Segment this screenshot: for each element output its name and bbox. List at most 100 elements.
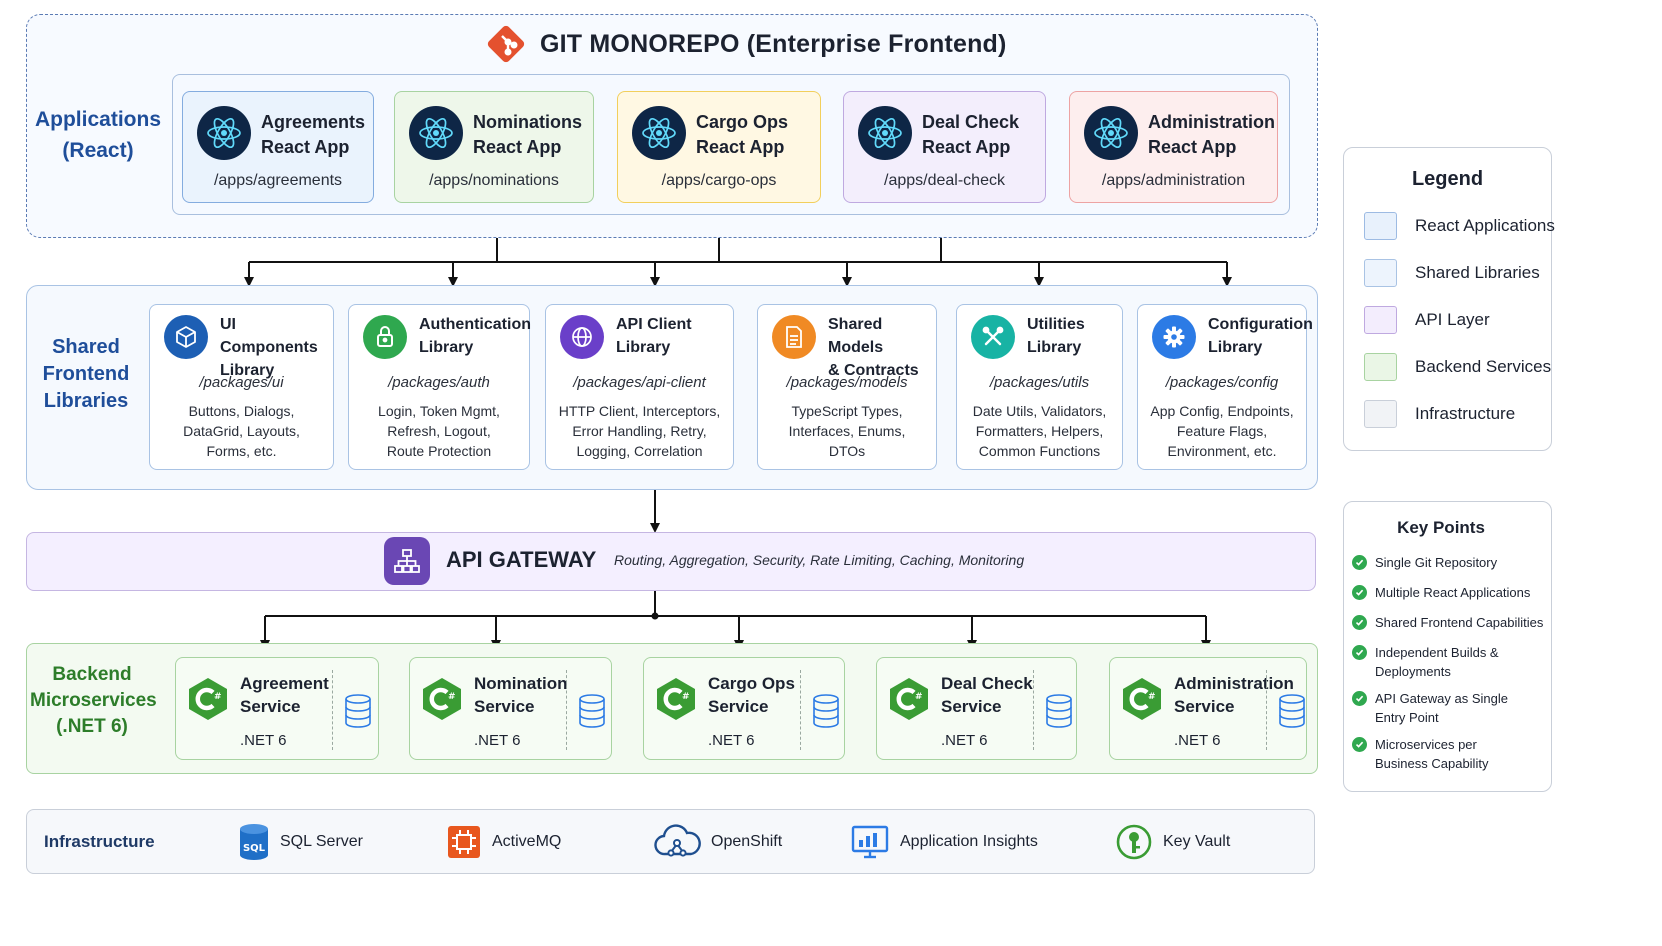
app-path: /apps/agreements	[213, 172, 343, 189]
app-path: /apps/cargo-ops	[661, 172, 777, 189]
globe-icon	[560, 315, 604, 359]
legend-title: Legend	[1411, 168, 1484, 190]
monorepo-title: GIT MONOREPO (Enterprise Frontend)	[486, 24, 1007, 64]
svg-text:#: #	[682, 692, 690, 702]
infra-item-openshift[interactable]: OpenShift	[653, 822, 782, 862]
lib-type: & Contracts	[828, 362, 919, 379]
app-type: React App	[696, 137, 785, 157]
key-point: Independent Builds &Deployments	[1352, 643, 1548, 681]
legend-label: API Layer	[1415, 310, 1490, 329]
infra-item-activemq[interactable]: ActiveMQ	[446, 822, 561, 862]
divider	[1266, 670, 1267, 750]
database-icon	[1046, 694, 1072, 728]
lib-path: /packages/config	[1165, 374, 1279, 391]
legend-item: React Applications	[1364, 211, 1555, 241]
csharp-icon: #	[1123, 678, 1161, 720]
app-name: Agreements	[261, 112, 366, 132]
lib-path: /packages/ui	[199, 374, 284, 391]
divider	[332, 670, 333, 750]
svg-text:#: #	[448, 692, 456, 702]
legend-label: React Applications	[1415, 216, 1555, 235]
lib-name: UI Components	[220, 316, 318, 356]
hierarchy-icon	[384, 537, 430, 585]
api-gateway-bar[interactable]	[26, 532, 1316, 591]
service-type: Service	[1174, 697, 1235, 716]
lib-path: /packages/utils	[989, 374, 1090, 391]
lib-name: Shared Models	[828, 316, 884, 356]
applications-label: Applications (React)	[34, 108, 161, 162]
legend-item: Shared Libraries	[1364, 258, 1540, 288]
key-points-title: Key Points	[1397, 518, 1485, 537]
legend-item: Infrastructure	[1364, 399, 1515, 429]
lib-description: App Config, Endpoints,Feature Flags,Envi…	[1150, 403, 1294, 459]
app-name: Nominations	[473, 112, 583, 132]
lib-path: /packages/auth	[388, 374, 490, 391]
legend-swatch	[1364, 353, 1397, 381]
infra-label: ActiveMQ	[492, 833, 562, 850]
infra-item-sql-server[interactable]: SQL SQL Server	[238, 822, 363, 862]
infra-label: Key Vault	[1163, 833, 1231, 850]
database-icon	[345, 694, 371, 728]
divider	[1033, 670, 1034, 750]
key-vault-icon	[1116, 824, 1152, 860]
lib-description: Buttons, Dialogs,DataGrid, Layouts,Forms…	[183, 403, 300, 459]
app-type: React App	[473, 137, 562, 157]
app-name: Administration	[1148, 112, 1276, 132]
legend-label: Backend Services	[1415, 357, 1552, 376]
legend-swatch	[1364, 259, 1397, 287]
app-name: Deal Check	[922, 112, 1020, 132]
document-icon	[772, 315, 816, 359]
service-type: Service	[941, 697, 1002, 716]
infra-label: SQL Server	[280, 833, 363, 850]
csharp-icon: #	[890, 678, 928, 720]
infra-label: Application Insights	[900, 833, 1038, 850]
key-points-panel	[1343, 501, 1552, 792]
database-icon	[579, 694, 605, 728]
key-point: Shared Frontend Capabilities	[1352, 613, 1548, 632]
csharp-icon: #	[657, 678, 695, 720]
svg-text:#: #	[915, 692, 923, 702]
lib-card-shared-models[interactable]: Shared Models & Contracts /packages/model…	[757, 304, 937, 470]
service-name: Nomination	[474, 674, 568, 693]
gear-icon	[1152, 315, 1196, 359]
lib-path: /packages/models	[786, 374, 908, 391]
service-runtime: .NET 6	[474, 732, 521, 749]
app-type: React App	[261, 137, 350, 157]
service-name: Deal Check	[941, 674, 1033, 693]
api-gateway-title: API GATEWAY	[446, 547, 597, 572]
monorepo-title-text: GIT MONOREPO (Enterprise Frontend)	[540, 29, 1007, 58]
cube-icon	[164, 315, 208, 359]
csharp-icon: #	[189, 678, 227, 720]
service-runtime: .NET 6	[1174, 732, 1221, 749]
infra-item-application-insights[interactable]: Application Insights	[850, 822, 1038, 862]
service-name: Agreement	[240, 674, 329, 693]
backend-label: Backend Microservices (.NET 6)	[30, 664, 157, 737]
app-path: /apps/administration	[1101, 172, 1246, 189]
lib-description: Date Utils, Validators,Formatters, Helpe…	[972, 403, 1107, 459]
lib-name: API Client	[616, 316, 692, 333]
legend-item: Backend Services	[1364, 352, 1551, 382]
service-type: Service	[240, 697, 301, 716]
service-name: Administration	[1174, 674, 1294, 693]
infra-item-key-vault[interactable]: Key Vault	[1115, 822, 1230, 862]
infra-label: OpenShift	[711, 833, 783, 850]
lib-name: Configuration	[1208, 316, 1313, 333]
service-runtime: .NET 6	[941, 732, 988, 749]
